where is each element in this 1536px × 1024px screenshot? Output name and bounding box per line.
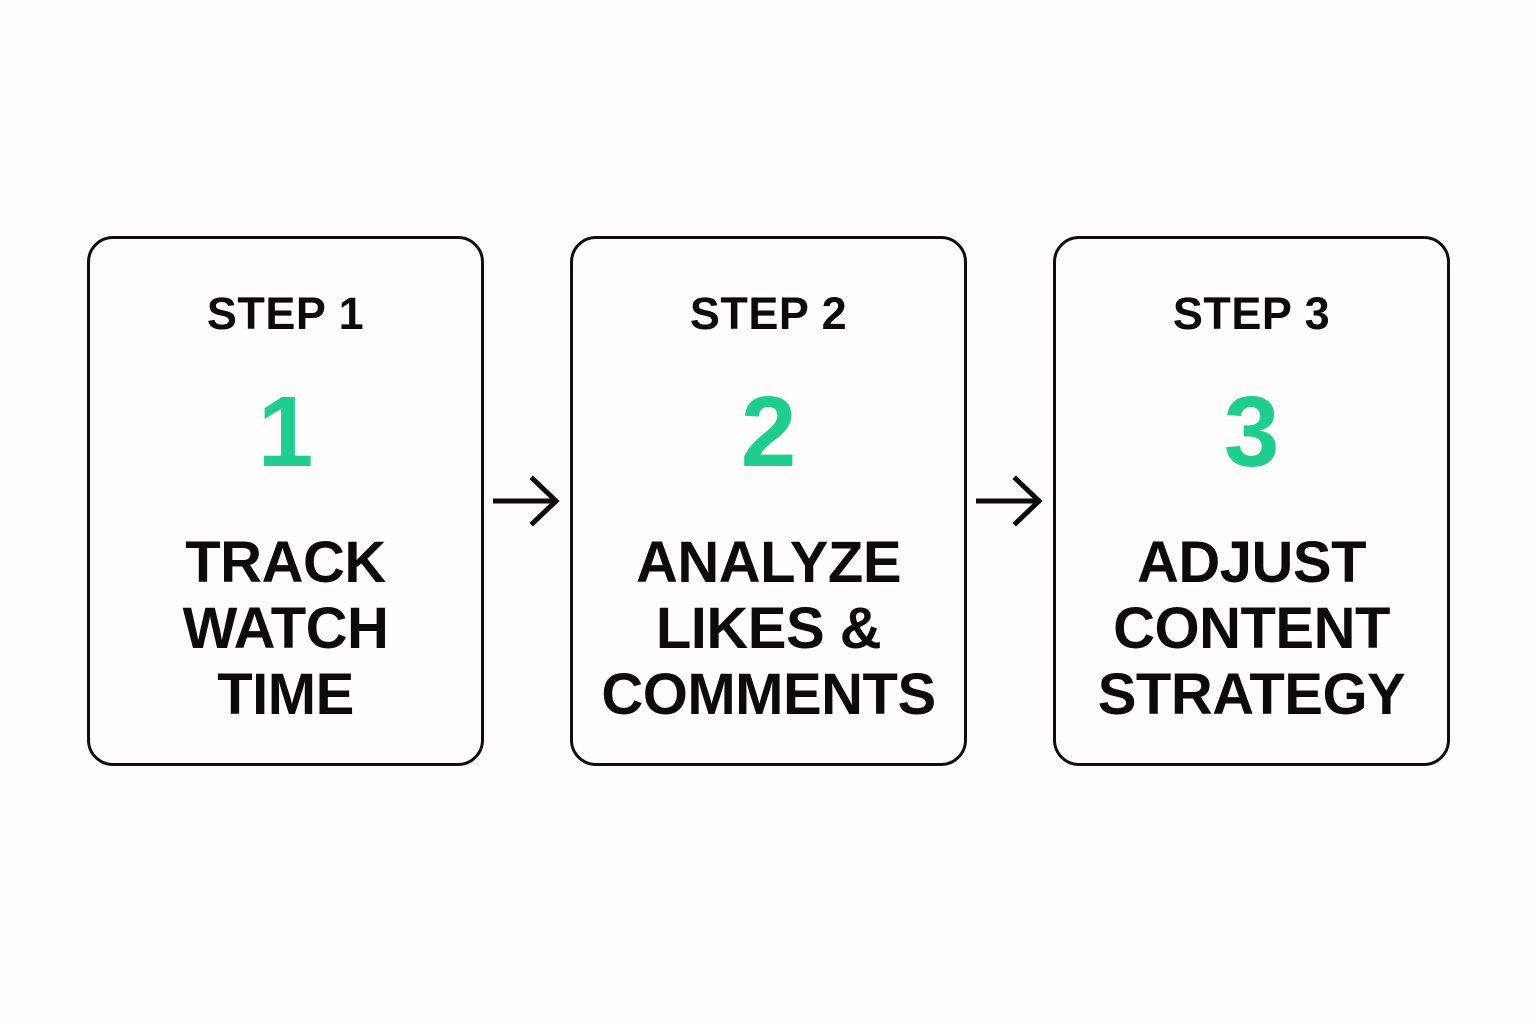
step-label-2: STEP 2	[689, 288, 848, 339]
step-flow-row: STEP 1 1 TRACK WATCH TIME STEP 2 2 ANALY…	[87, 236, 1450, 766]
arrow-right-icon	[493, 472, 561, 530]
step-card-3[interactable]: STEP 3 3 ADJUST CONTENT STRATEGY	[1053, 236, 1450, 766]
step-card-2[interactable]: STEP 2 2 ANALYZE LIKES & COMMENTS	[570, 236, 967, 766]
step-number-1: 1	[257, 376, 314, 488]
step-number-2: 2	[740, 376, 797, 488]
connector-2	[967, 236, 1053, 766]
step-title-1: TRACK WATCH TIME	[182, 530, 389, 727]
step-title-2: ANALYZE LIKES & COMMENTS	[601, 530, 936, 727]
step-card-1[interactable]: STEP 1 1 TRACK WATCH TIME	[87, 236, 484, 766]
step-number-3: 3	[1223, 376, 1280, 488]
step-label-3: STEP 3	[1172, 288, 1331, 339]
arrow-right-icon	[976, 472, 1044, 530]
step-label-1: STEP 1	[206, 288, 365, 339]
connector-1	[484, 236, 570, 766]
step-title-3: ADJUST CONTENT STRATEGY	[1097, 530, 1406, 727]
